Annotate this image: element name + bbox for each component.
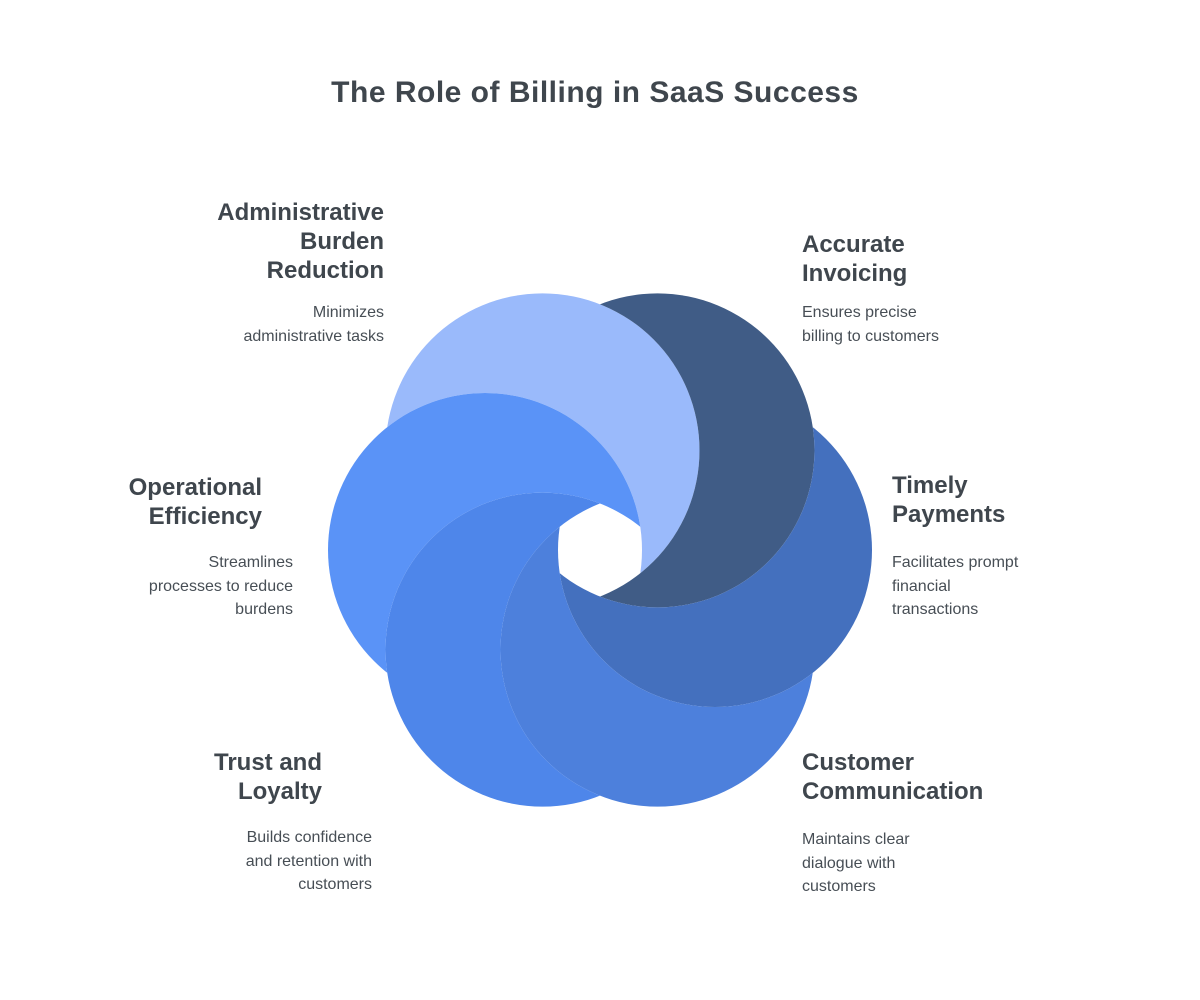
item-body-trust-and-loyalty: Builds confidence and retention with cus…	[245, 829, 372, 893]
item-heading-administrative-burden-reduction: Administrative Burden Reduction	[217, 199, 384, 284]
item-body-accurate-invoicing: Ensures precise billing to customers	[802, 304, 939, 345]
petal-left-bright-icon	[328, 393, 642, 707]
swirl-flower-graphic	[328, 293, 872, 807]
item-heading-operational-efficiency: Operational Efficiency	[128, 474, 262, 530]
item-body-administrative-burden-reduction: Minimizes administrative tasks	[243, 304, 385, 345]
item-body-customer-communication: Maintains clear dialogue with customers	[802, 831, 910, 895]
diagram-title: The Role of Billing in SaaS Success	[331, 76, 859, 109]
item-body-operational-efficiency: Streamlines processes to reduce burdens	[148, 554, 293, 618]
item-heading-timely-payments: Timely Payments	[892, 472, 1006, 528]
item-heading-accurate-invoicing: Accurate Invoicing	[802, 231, 908, 287]
item-heading-customer-communication: Customer Communication	[802, 749, 984, 805]
item-body-timely-payments: Facilitates prompt financial transaction…	[892, 554, 1019, 618]
item-heading-trust-and-loyalty: Trust and Loyalty	[213, 749, 322, 805]
